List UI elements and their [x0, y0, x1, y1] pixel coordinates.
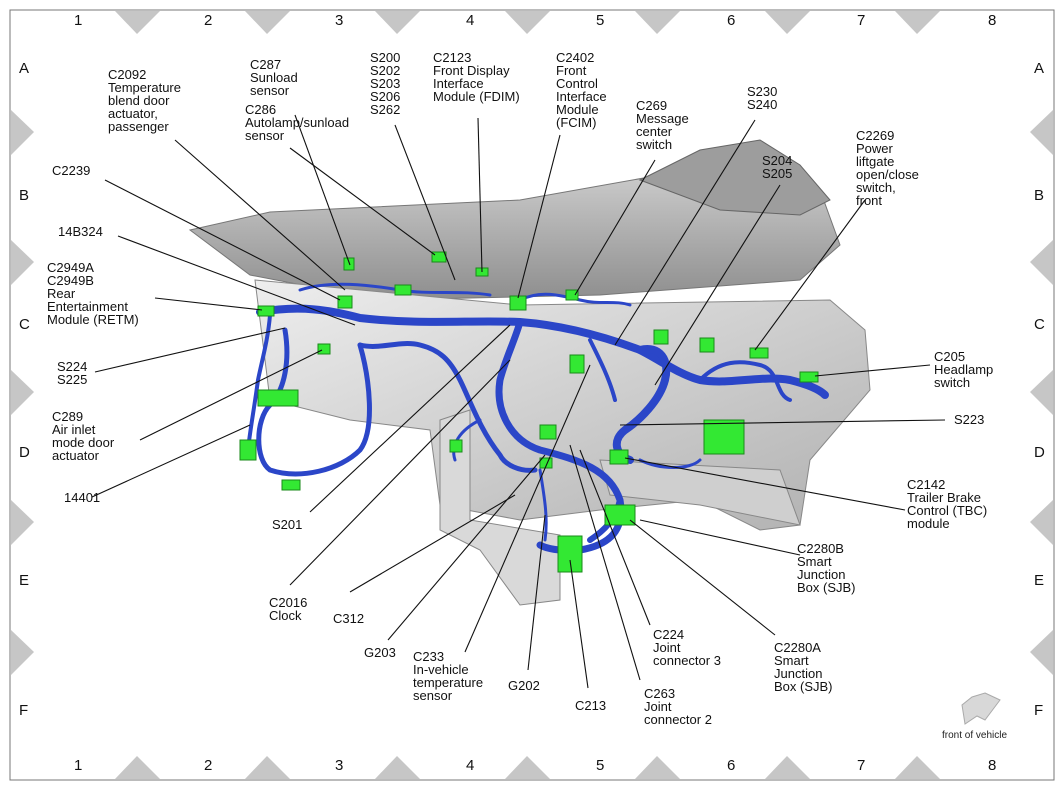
grid-col-bottom-8: 8	[988, 757, 997, 774]
grid-col-bottom-3: 3	[335, 757, 344, 774]
callout-14b324: 14B324	[58, 224, 103, 239]
grid-row-left-c: C	[19, 316, 30, 333]
center-console-frame	[439, 409, 561, 606]
border-zone-markers	[11, 11, 1053, 779]
grid-col-top-2: 2	[204, 12, 213, 29]
front-of-vehicle-label: front of vehicle	[942, 730, 1008, 741]
callout-leader-lines	[91, 114, 946, 689]
grid-col-top-6: 6	[727, 12, 736, 29]
grid-row-left-e: E	[19, 572, 30, 589]
callout-14401: 14401	[64, 490, 101, 505]
callout-c2239: C2239	[52, 163, 91, 178]
grid-row-right-b: B	[1034, 187, 1045, 204]
grid-col-bottom-1: 1	[74, 757, 83, 774]
grid-col-top-8: 8	[988, 12, 997, 29]
callout-c213: C213	[575, 698, 607, 713]
grid-row-right-d: D	[1034, 444, 1045, 461]
wiring-harness	[246, 282, 829, 554]
grid-col-top-7: 7	[857, 12, 866, 29]
grid-col-top-3: 3	[335, 12, 344, 29]
callout-s201: S201	[272, 517, 303, 532]
grid-col-bottom-2: 2	[204, 757, 213, 774]
grid-row-right-c: C	[1034, 316, 1045, 333]
grid-col-bottom-5: 5	[596, 757, 605, 774]
callout-g202: G202	[508, 678, 540, 693]
grid-col-bottom-6: 6	[727, 757, 736, 774]
grid-col-top-4: 4	[466, 12, 475, 29]
grid-col-bottom-7: 7	[857, 757, 866, 774]
grid-row-right-f: F	[1034, 702, 1044, 719]
grid-row-left-b: B	[19, 187, 30, 204]
grid-row-right-a: A	[1034, 60, 1045, 77]
lower-bracket	[599, 459, 801, 526]
callout-c312: C312	[333, 611, 365, 626]
front-of-vehicle-arrow-icon	[961, 692, 1001, 725]
grid-col-top-5: 5	[596, 12, 605, 29]
grid-col-bottom-4: 4	[466, 757, 475, 774]
grid-col-top-1: 1	[74, 12, 83, 29]
callout-s223: S223	[954, 412, 985, 427]
grid-row-left-f: F	[19, 702, 29, 719]
grid-row-right-e: E	[1034, 572, 1045, 589]
instrument-hood	[638, 139, 831, 216]
callout-g203: G203	[364, 645, 396, 660]
connectors	[239, 251, 819, 573]
grid-row-left-d: D	[19, 444, 30, 461]
grid-row-left-a: A	[19, 60, 30, 77]
